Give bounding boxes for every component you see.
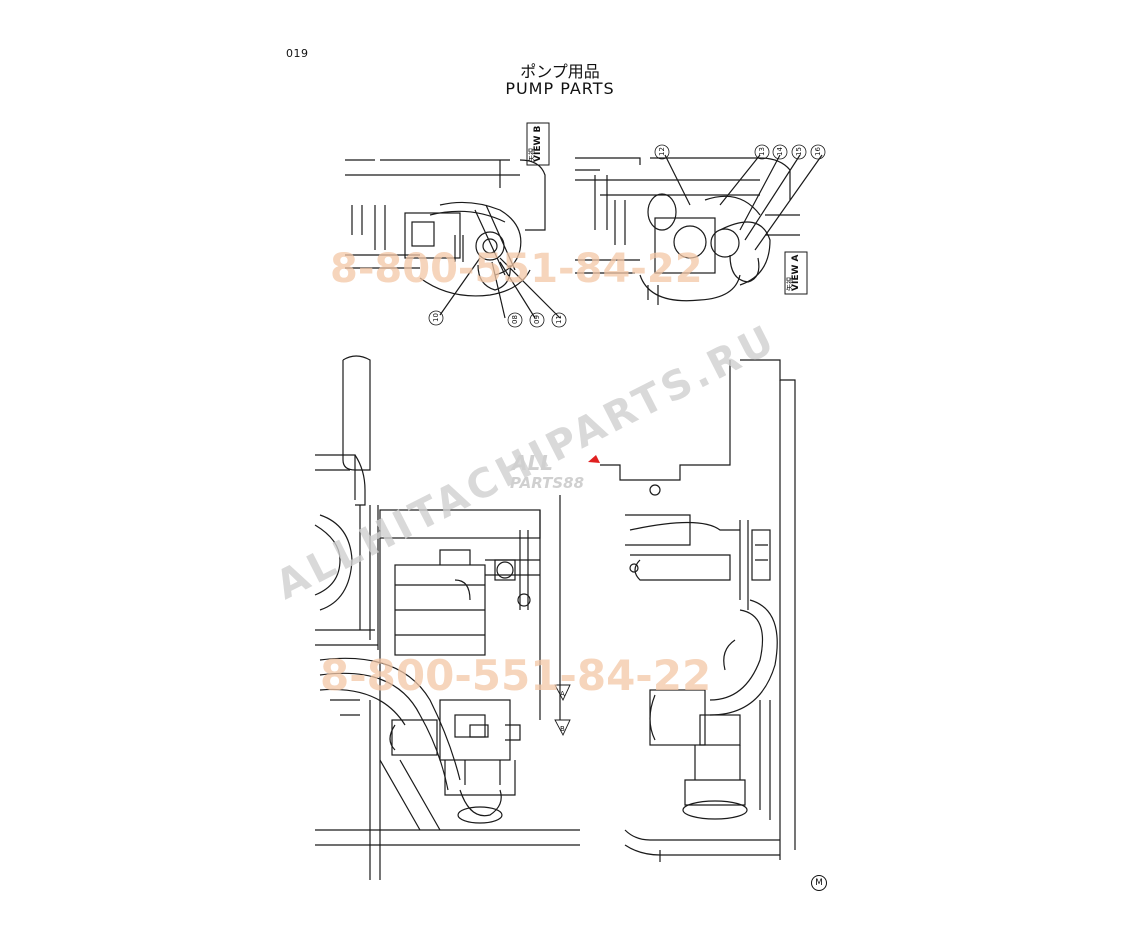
page-title-japanese: ポンプ用品 [520, 62, 600, 81]
callout-11: 11 [555, 315, 563, 324]
view-a-callouts [654, 144, 826, 160]
logo-watermark-bottom: PARTS88 [510, 474, 584, 492]
view-b-label-box [526, 122, 550, 166]
phone-watermark-top: 8-800-551-84-22 [330, 246, 703, 292]
callout-12: 12 [658, 147, 666, 156]
main-right-assembly [600, 359, 796, 862]
callout-13: 13 [758, 147, 766, 156]
page-title-english: PUMP PARTS [505, 79, 615, 98]
callout-09: 09 [533, 315, 541, 324]
arrow-marker-a: A [560, 690, 565, 698]
main-left-assembly [314, 355, 580, 880]
logo-watermark: ALL PARTS88 [510, 451, 600, 492]
callout-15: 15 [795, 147, 803, 156]
view-b-drawing [345, 159, 561, 319]
arrow-marker-b: B [560, 725, 565, 733]
view-a-jp-label: 矢視 [785, 277, 794, 291]
logo-watermark-top: ALL [510, 451, 553, 475]
view-a-drawing [575, 154, 823, 305]
callout-16: 16 [814, 147, 822, 156]
corner-mark: M [811, 875, 827, 891]
view-a-label: VIEW A [791, 254, 801, 291]
view-b-label: VIEW B [533, 125, 543, 162]
page-number: 019 [286, 47, 309, 60]
view-a-label-box [784, 251, 808, 295]
callout-10: 10 [432, 313, 440, 322]
view-b-callouts [428, 310, 567, 328]
arrow-markers [554, 684, 571, 737]
phone-watermark-bottom: 8-800-551-84-22 [320, 651, 711, 700]
callout-08: 08 [511, 315, 519, 324]
view-b-jp-label: 矢視 [527, 148, 536, 162]
callout-14: 14 [776, 147, 784, 156]
